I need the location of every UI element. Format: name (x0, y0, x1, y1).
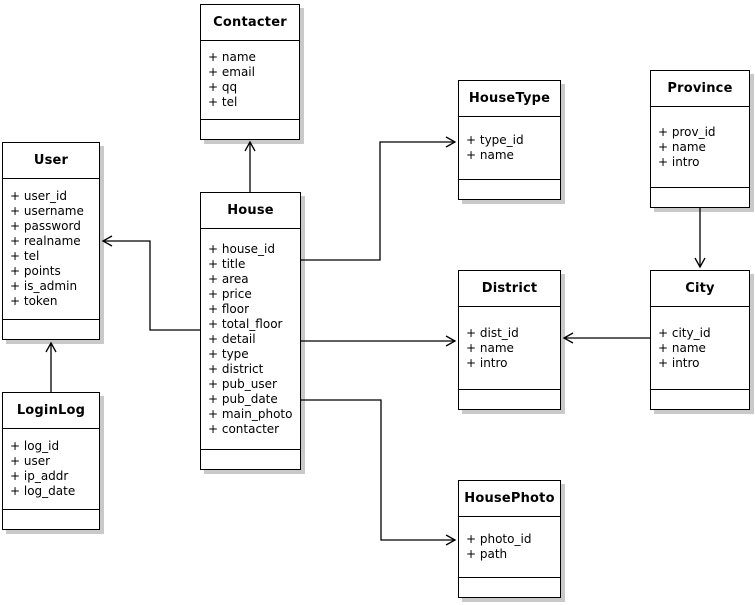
class-attribute: + photo_id (466, 532, 532, 546)
class-methods-empty (459, 179, 560, 199)
class-title: District (459, 271, 560, 307)
class-attribute: + user (10, 454, 51, 468)
class-attribute: + floor (208, 301, 250, 316)
class-methods-empty (3, 509, 99, 529)
class-methods-empty (459, 577, 560, 597)
class-title: User (3, 143, 99, 179)
class-methods-empty (201, 449, 300, 469)
class-attributes: + name+ email+ qq+ tel (201, 41, 299, 119)
class-methods-empty (651, 187, 749, 207)
class-box-city[interactable]: City+ city_id+ name+ intro (650, 270, 750, 410)
class-attribute: + intro (658, 154, 700, 169)
class-methods-empty (651, 389, 749, 409)
class-title: LoginLog (3, 393, 99, 429)
class-attribute: + qq (208, 80, 238, 94)
class-attribute: + path (466, 547, 508, 561)
class-attribute: + pub_user (208, 376, 277, 391)
class-attribute: + password (10, 219, 81, 233)
class-attribute: + name (208, 50, 256, 64)
class-attribute: + prov_id (658, 124, 716, 139)
class-attribute: + intro (658, 355, 700, 370)
class-title: HousePhoto (459, 481, 560, 517)
class-box-loginlog[interactable]: LoginLog+ log_id+ user+ ip_addr+ log_dat… (2, 392, 100, 530)
class-attribute: + realname (10, 234, 81, 248)
class-attribute: + points (10, 264, 61, 278)
class-attribute: + pub_date (208, 391, 278, 406)
class-attribute: + intro (466, 355, 508, 370)
class-attribute: + log_date (10, 484, 76, 498)
class-attributes: + city_id+ name+ intro (651, 307, 749, 389)
class-attributes: + photo_id+ path (459, 517, 560, 577)
class-box-user[interactable]: User+ user_id+ username+ password+ realn… (2, 142, 100, 340)
class-title: Contacter (201, 5, 299, 41)
class-attribute: + email (208, 65, 255, 79)
class-box-contacter[interactable]: Contacter+ name+ email+ qq+ tel (200, 4, 300, 140)
class-title: Province (651, 71, 749, 107)
class-attributes: + type_id+ name (459, 117, 560, 179)
class-box-housephoto[interactable]: HousePhoto+ photo_id+ path (458, 480, 561, 598)
class-attribute: + tel (10, 249, 40, 263)
class-attribute: + main_photo (208, 406, 293, 421)
class-box-province[interactable]: Province+ prov_id+ name+ intro (650, 70, 750, 208)
class-attribute: + total_floor (208, 316, 283, 331)
class-title: House (201, 193, 300, 229)
class-attribute: + ip_addr (10, 469, 69, 483)
association-house-to-housephoto (301, 399, 457, 546)
class-title: HouseType (459, 81, 560, 117)
class-attribute: + name (466, 340, 514, 355)
class-attribute: + name (466, 148, 514, 162)
class-attribute: + name (658, 340, 706, 355)
class-attribute: + area (208, 271, 249, 286)
class-attribute: + district (208, 361, 264, 376)
class-attribute: + user_id (10, 189, 67, 203)
class-methods-empty (3, 319, 99, 339)
class-methods-empty (459, 389, 560, 409)
class-attribute: + house_id (208, 241, 276, 256)
class-attribute: + dist_id (466, 325, 519, 340)
class-attribute: + city_id (658, 325, 711, 340)
class-attribute: + token (10, 294, 58, 308)
class-attribute: + log_id (10, 439, 60, 453)
class-box-district[interactable]: District+ dist_id+ name+ intro (458, 270, 561, 410)
class-attribute: + type (208, 346, 249, 361)
class-attributes: + house_id+ title+ area+ price+ floor+ t… (201, 229, 300, 449)
class-attribute: + type_id (466, 133, 524, 147)
class-attributes: + log_id+ user+ ip_addr+ log_date (3, 429, 99, 509)
class-attribute: + is_admin (10, 279, 78, 293)
class-attribute: + name (658, 139, 706, 154)
class-attributes: + user_id+ username+ password+ realname+… (3, 179, 99, 319)
class-attribute: + contacter (208, 421, 280, 436)
class-box-housetype[interactable]: HouseType+ type_id+ name (458, 80, 561, 200)
class-methods-empty (201, 119, 299, 139)
association-house-to-user (101, 235, 200, 331)
class-attributes: + dist_id+ name+ intro (459, 307, 560, 389)
class-box-house[interactable]: House+ house_id+ title+ area+ price+ flo… (200, 192, 301, 470)
class-attribute: + title (208, 256, 246, 271)
class-attribute: + detail (208, 331, 256, 346)
association-house-to-housetype (301, 136, 457, 261)
class-attribute: + price (208, 286, 252, 301)
class-attribute: + username (10, 204, 84, 218)
class-attributes: + prov_id+ name+ intro (651, 107, 749, 187)
class-attribute: + tel (208, 95, 238, 109)
class-title: City (651, 271, 749, 307)
